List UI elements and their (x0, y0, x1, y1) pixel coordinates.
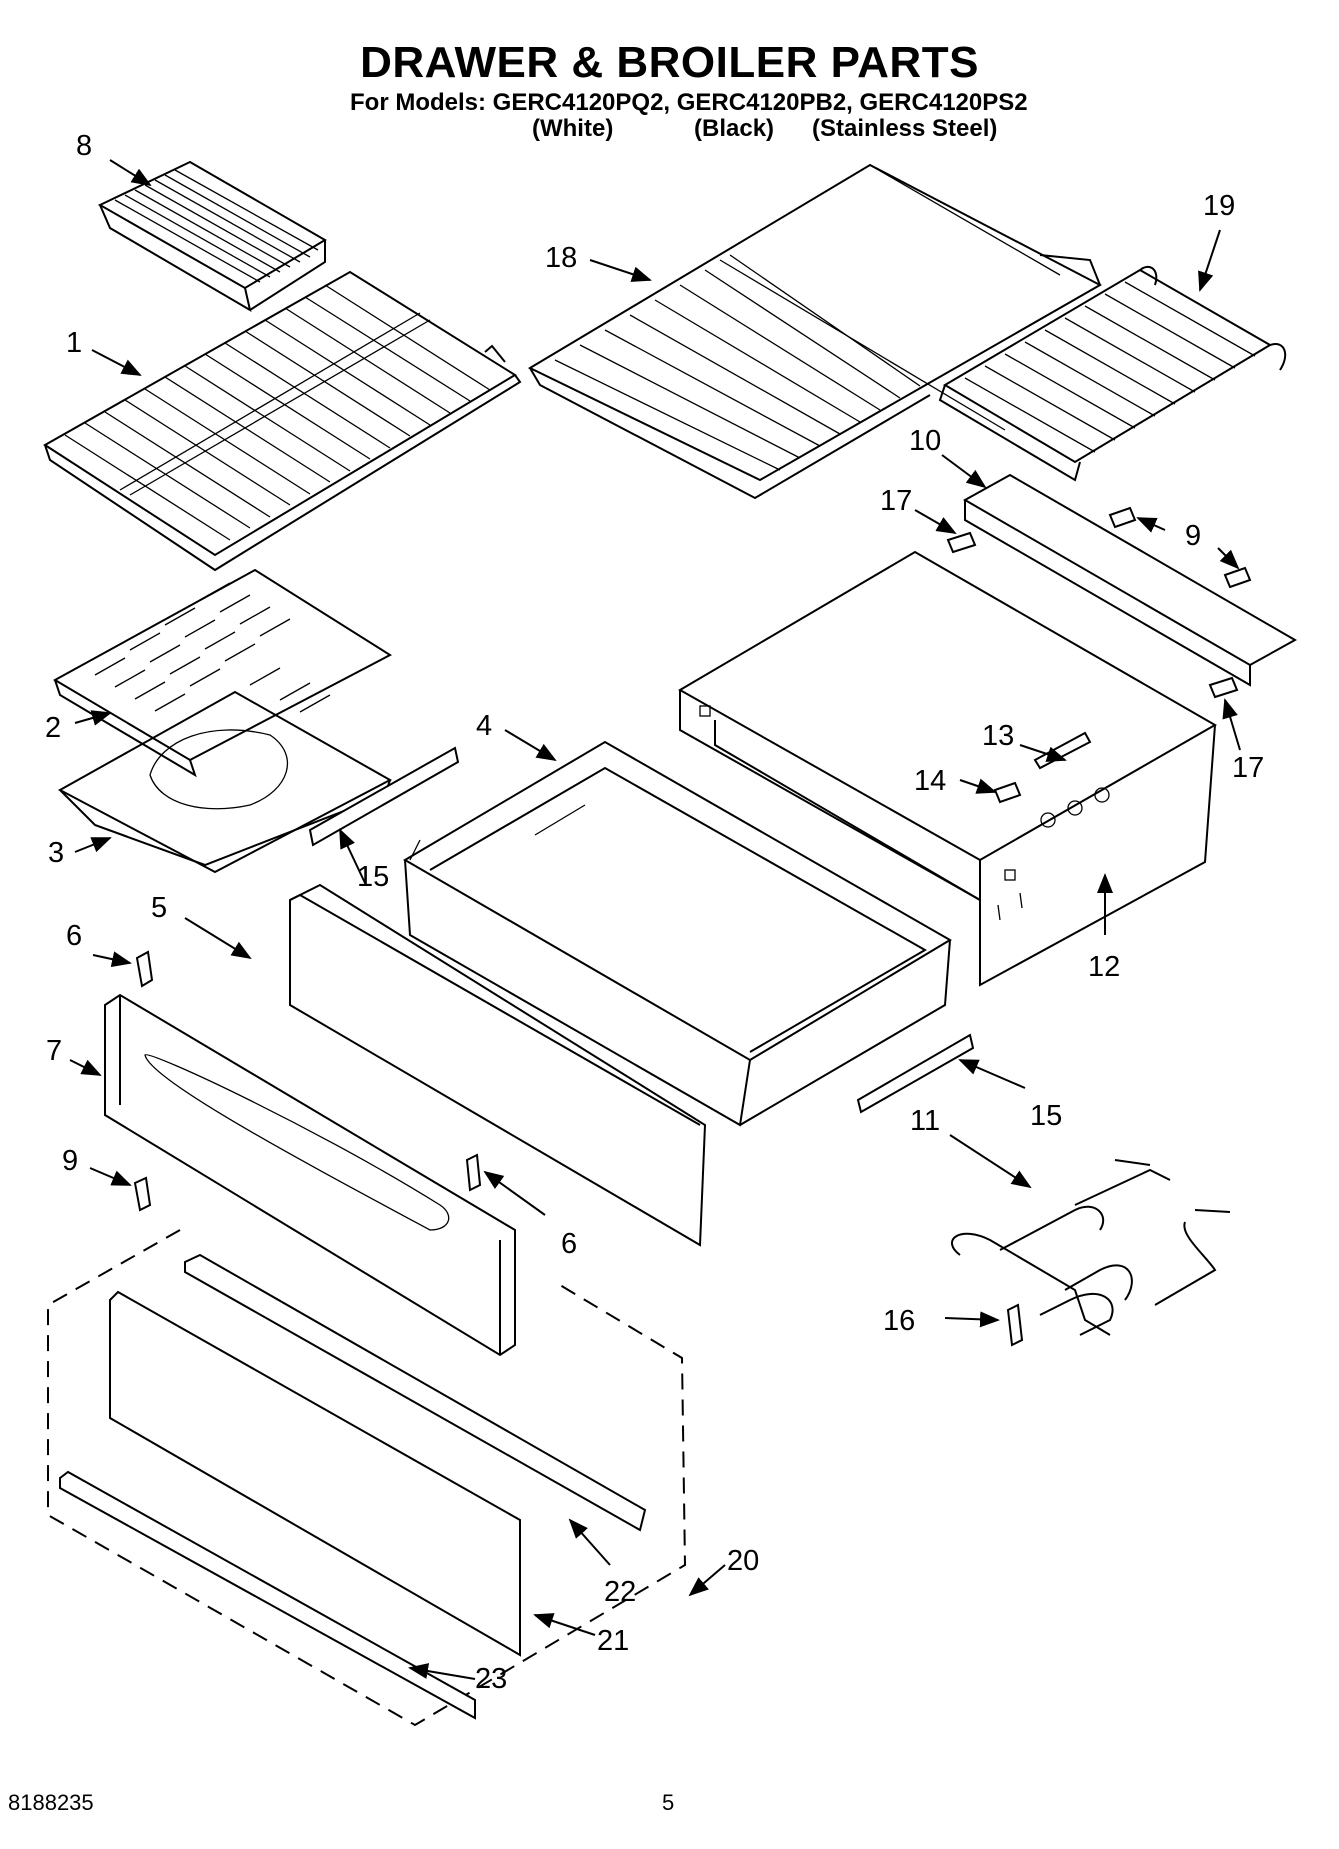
callout-15b: 15 (1030, 1100, 1062, 1132)
callout-11: 11 (910, 1105, 940, 1137)
callout-14: 14 (914, 765, 946, 797)
part-18-oven-rack (527, 163, 1103, 500)
callout-7: 7 (46, 1035, 62, 1067)
callout-13: 13 (982, 720, 1014, 752)
callout-3: 3 (48, 837, 64, 869)
callout-17b: 17 (1232, 752, 1264, 784)
part-7-broiler-door (104, 993, 516, 1357)
part-22-trim (184, 1253, 647, 1532)
part-12-drawer-housing (677, 550, 1218, 987)
part-9-screw-b (1223, 566, 1252, 589)
callout-8: 8 (76, 130, 92, 162)
callout-12: 12 (1088, 951, 1120, 983)
callout-1: 1 (66, 327, 82, 359)
part-17-screw-a (946, 531, 977, 554)
variant-black: (Black) (694, 115, 775, 142)
part-17-screw-b (1208, 676, 1239, 699)
part-2-broiler-grid (52, 568, 393, 778)
callout-5: 5 (151, 892, 167, 924)
callout-19: 19 (1203, 190, 1235, 222)
part-1-oven-rack (43, 270, 522, 572)
callout-9a: 9 (1185, 520, 1201, 552)
document-number: 8188235 (8, 1790, 94, 1815)
part-21-panel (109, 1290, 521, 1657)
page-title: DRAWER & BROILER PARTS (360, 38, 979, 87)
callout-15a: 15 (357, 861, 389, 893)
variant-stainless: (Stainless Steel) (812, 115, 998, 142)
callout-20: 20 (727, 1545, 759, 1577)
callout-22: 22 (604, 1576, 636, 1608)
part-23-trim (59, 1470, 476, 1720)
part-6-screw-right (465, 1153, 482, 1192)
part-14-screw (993, 781, 1022, 804)
part-4-drawer (403, 740, 952, 1127)
part-19-broiler-rack (938, 265, 1287, 482)
callout-6a: 6 (66, 920, 82, 952)
part-15-rail-left (308, 746, 460, 847)
part-11-broiler-element (951, 1159, 1231, 1336)
callout-18: 18 (545, 242, 577, 274)
variant-white: (White) (532, 115, 614, 142)
part-10-bracket (962, 473, 1298, 687)
part-16-screw (1006, 1303, 1024, 1347)
callout-21: 21 (597, 1625, 629, 1657)
callout-2: 2 (45, 712, 61, 744)
part-8-broiler-pan-grid (97, 160, 327, 313)
callout-16: 16 (883, 1305, 915, 1337)
part-6-screw-top (135, 950, 154, 988)
models-line: For Models: GERC4120PQ2, GERC4120PB2, GE… (350, 89, 1028, 116)
callout-10: 10 (909, 425, 941, 457)
callout-17a: 17 (880, 485, 912, 517)
page-number: 5 (662, 1790, 675, 1815)
callout-4: 4 (476, 710, 492, 742)
callout-9b: 9 (62, 1145, 78, 1177)
callout-23: 23 (475, 1663, 507, 1695)
part-9-screw-a (1108, 506, 1137, 529)
part-5-drawer-panel (289, 883, 707, 1247)
leader-arrows (69, 159, 1241, 1680)
callout-6b: 6 (561, 1228, 577, 1260)
part-15-rail-right (856, 1033, 975, 1114)
part-20-kit-outline (47, 1229, 687, 1727)
part-9-screw-left (133, 1176, 152, 1212)
